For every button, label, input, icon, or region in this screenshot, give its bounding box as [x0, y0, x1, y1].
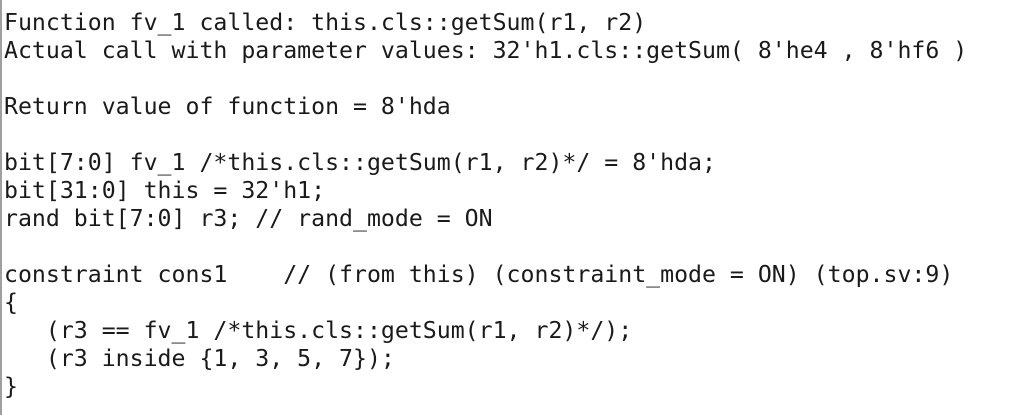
constraint-expression-1: (r3 == fv_1 /*this.cls::getSum(r1, r2)*/…: [4, 317, 633, 344]
constraint-expression-2: (r3 inside {1, 3, 5, 7});: [4, 345, 395, 372]
blank-line: [4, 121, 1019, 149]
return-value-line: Return value of function = 8'hda: [4, 93, 451, 120]
constraint-open-brace: {: [4, 289, 18, 316]
actual-call-line: Actual call with parameter values: 32'h1…: [4, 37, 968, 64]
debug-output: Function fv_1 called: this.cls::getSum(r…: [4, 9, 1019, 401]
function-call-line: Function fv_1 called: this.cls::getSum(r…: [4, 9, 647, 36]
variable-this-line: bit[31:0] this = 32'h1;: [4, 177, 326, 204]
constraint-header-line: constraint cons1 // (from this) (constra…: [4, 261, 954, 288]
variable-r3-line: rand bit[7:0] r3; // rand_mode = ON: [4, 205, 493, 232]
constraint-close-brace: }: [4, 373, 18, 400]
variable-fv1-line: bit[7:0] fv_1 /*this.cls::getSum(r1, r2)…: [4, 149, 716, 176]
blank-line: [4, 65, 1019, 93]
blank-line: [4, 233, 1019, 261]
